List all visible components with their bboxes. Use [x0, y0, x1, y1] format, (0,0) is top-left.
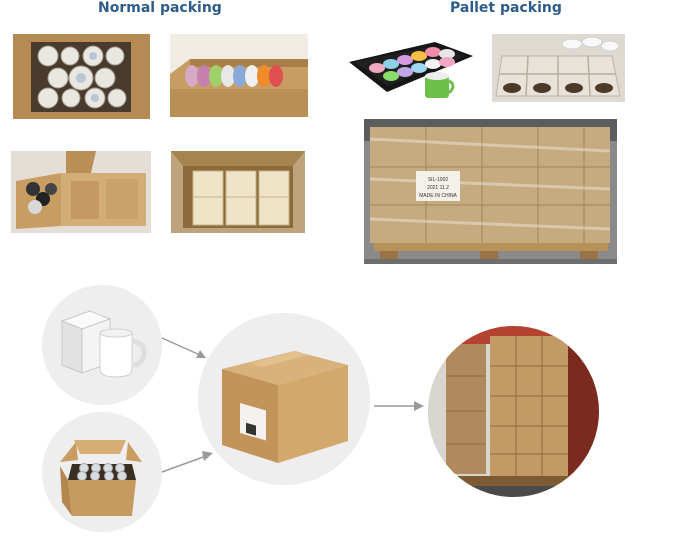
photo-carton-with-boxes	[171, 151, 305, 233]
photo-mugs-in-carton-top	[13, 34, 150, 119]
arrow-right-down-icon	[161, 337, 206, 358]
photo-mugs-on-black-tray	[347, 34, 475, 102]
circle-shipping-carton	[198, 313, 370, 485]
pallet-label-line1: SIL-1002	[428, 177, 449, 183]
pallet-label-line2: 2021 11.2	[427, 185, 449, 191]
photo-mugs-in-partitions	[492, 34, 625, 102]
photo-open-carton-partitions	[11, 151, 151, 233]
arrow-right-icon	[374, 401, 424, 411]
photo-colored-bowls-in-carton	[170, 34, 308, 117]
circle-gift-box-and-mug	[42, 285, 162, 405]
pallet-label-line3: MADE IN CHINA	[419, 193, 457, 199]
photo-wrapped-pallet: SIL-1002 2021 11.2 MADE IN CHINA	[364, 119, 617, 264]
arrow-right-up-icon	[161, 451, 213, 473]
circle-open-carton-mugs	[42, 412, 162, 532]
normal-packing-heading: Normal packing	[98, 0, 222, 16]
pallet-packing-heading: Pallet packing	[450, 0, 562, 16]
circle-container-loading	[428, 326, 599, 497]
